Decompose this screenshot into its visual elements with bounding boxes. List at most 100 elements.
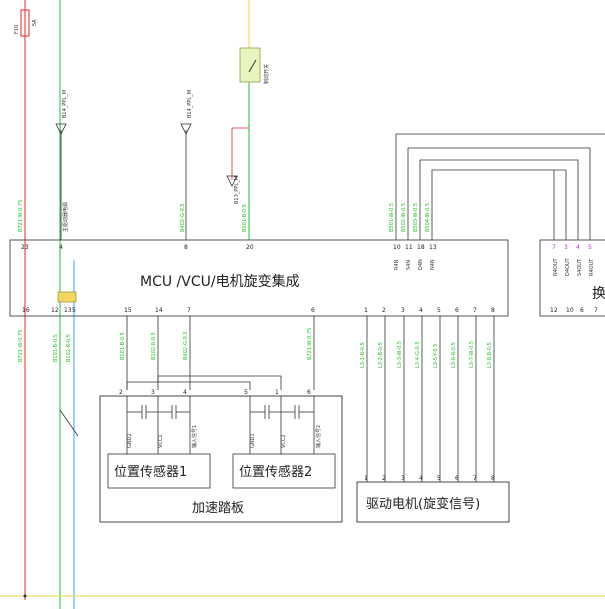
pedal-pin: 1 [275, 389, 279, 396]
signal-label-3: B14_PPL_M [187, 90, 193, 118]
pedal-sig-label: 输入信号2 [315, 425, 322, 448]
motor-pin: 7 [473, 475, 477, 482]
right-bottom-pin: 6 [580, 307, 584, 314]
pedal-pin: 4 [183, 389, 187, 396]
wire-code-w7: B503-W-0.5 [413, 203, 419, 232]
switch-red-loop [231, 127, 249, 180]
brake-switch-box [239, 47, 261, 83]
wire-code-w16: L3-8-B-0.5 [487, 342, 493, 368]
right-top-pin: 4 [576, 244, 580, 251]
mcu-top-pin: 23 [21, 244, 29, 251]
left-diagonal-switch [59, 409, 79, 437]
wire-code-w1: B721-W-0.75 [18, 200, 24, 232]
right-inner-label: S4OUT [577, 258, 583, 276]
right-module-title: 换 [592, 285, 605, 302]
loop-wire-1 [395, 133, 605, 240]
right-module-box [539, 239, 605, 317]
pedal-pin: 2 [119, 389, 123, 396]
signal-label-2: 主驱动器电源 [62, 202, 69, 232]
motor-pin: 1 [364, 475, 368, 482]
wire-code-w12: L3-4-G-0.5 [415, 341, 421, 368]
pedal-cross-2 [157, 375, 282, 390]
mcu-bottom-pin: 3 [401, 307, 405, 314]
loop-wire-2 [407, 147, 591, 240]
wire-code-w3: B101-B-0.5 [242, 204, 248, 232]
pedal-sig-label: VCC1 [158, 434, 164, 448]
pedal-pin: 6 [307, 389, 311, 396]
wire-code-w8: B504-W-0.5 [425, 203, 431, 232]
switch-blade [248, 59, 257, 73]
wire-code-w14: L3-6-R-0.5 [451, 342, 457, 368]
mcu-top-pin: 11 [405, 244, 413, 251]
wire-code-w15: L3-7-W-0.5 [469, 341, 475, 368]
wire-code-w2: B402-G-0.5 [180, 203, 186, 232]
mcu-bottom-pin: 15 [124, 307, 132, 314]
wire-code-w13: L3-5-Y-0.5 [433, 344, 439, 368]
mcu-bottom-pin: 12 [51, 307, 59, 314]
motor-pin: 3 [401, 475, 405, 482]
sensor2-box [232, 453, 336, 489]
sensor2-label: 位置传感器2 [239, 464, 312, 480]
right-bottom-pin: 7 [594, 307, 598, 314]
pedal-sig-label: GND2 [127, 433, 133, 448]
mcu-top-pin: 10 [393, 244, 401, 251]
mcu-inner-label: D4N [418, 259, 424, 270]
wire-code-w6: B502-W-0.5 [401, 203, 407, 232]
connector-highlight [57, 291, 77, 303]
connector-triangle-1 [55, 123, 67, 135]
mcu-bottom-pin: 4 [419, 307, 423, 314]
wire-code-left-c: B102-R-0.5 [66, 334, 72, 362]
loop-wire-4 [431, 169, 567, 240]
right-top-pin: 7 [552, 244, 556, 251]
fuse-sub: 5A [32, 19, 38, 26]
pedal-box [99, 395, 343, 523]
mcu-bottom-pin: 5 [437, 307, 441, 314]
capacitor-group-2 [250, 405, 314, 419]
mcu-bottom-pin: 7 [473, 307, 477, 314]
pedal-sig-label: 输入信号1 [191, 425, 198, 448]
loop-wire-3 [419, 159, 579, 240]
motor-pin: 2 [382, 475, 386, 482]
right-top-pin: 3 [564, 244, 568, 251]
right-bottom-pin: 10 [566, 307, 574, 314]
pedal-pin: 5 [244, 389, 248, 396]
mcu-top-pin: 8 [184, 244, 188, 251]
mcu-bottom-pin: 8 [491, 307, 495, 314]
motor-pin: 8 [491, 475, 495, 482]
mcu-module-box [9, 239, 509, 317]
mcu-module-title: MCU /VCU/电机旋变集成 [140, 273, 300, 290]
right-inner-label: D4OUT [565, 257, 571, 276]
mcu-bottom-pin: 5 [72, 307, 76, 314]
motor-pin: 6 [455, 475, 459, 482]
mcu-top-pin: 13 [429, 244, 437, 251]
mcu-bottom-pin: 14 [155, 307, 163, 314]
capacitor-group-1 [127, 405, 190, 419]
fuse-label: F10 [14, 25, 20, 34]
connector-triangle-2 [180, 123, 192, 135]
motor-pin: 4 [419, 475, 423, 482]
wire-code-left-b: B101-B-0.5 [53, 334, 59, 362]
mcu-bottom-pin: 6 [311, 307, 315, 314]
signal-label-1: B14_PPL_M [62, 90, 68, 118]
pedal-sig-label: VCC2 [281, 434, 287, 448]
right-top-pin: 5 [588, 244, 592, 251]
pedal-cross-1 [126, 381, 251, 390]
mcu-bottom-pin: 13 [64, 307, 72, 314]
mcu-inner-label: N4N [430, 259, 436, 270]
mcu-top-pin: 18 [417, 244, 425, 251]
wire-code-w1b: B721-W-0.75 [307, 328, 313, 360]
sensor1-box [107, 453, 211, 489]
sensor1-label: 位置传感器1 [114, 464, 187, 480]
wire-code-w2b: B402-G-0.5 [183, 331, 189, 360]
mcu-bottom-pin: 7 [187, 307, 191, 314]
right-inner-label: R4OUT [589, 258, 595, 276]
right-inner-label: N4OUT [553, 257, 559, 276]
connector-triangle-3 [226, 175, 238, 187]
mcu-bottom-pin: 6 [455, 307, 459, 314]
pedal-sig-label: GND1 [250, 433, 256, 448]
wire-code-w3b: B101-B-0.5 [120, 332, 126, 360]
fuse-symbol [20, 9, 30, 37]
mcu-top-pin: 20 [246, 244, 254, 251]
motor-box [356, 481, 510, 523]
